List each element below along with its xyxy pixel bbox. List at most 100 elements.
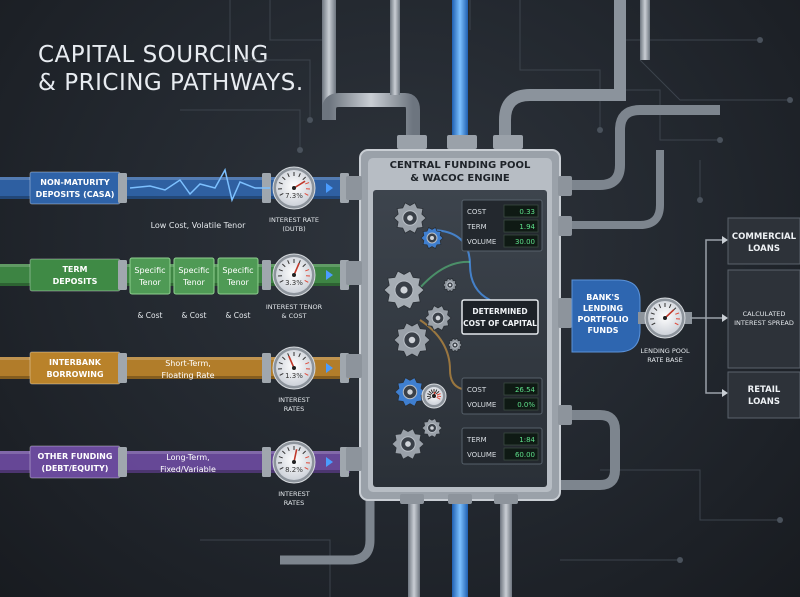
source-label-line2: DEPOSITS (CASA) <box>36 190 115 199</box>
gauge-icon: 3.3% <box>272 253 316 297</box>
source-label-line2: DEPOSITS <box>53 277 98 286</box>
arrow-right-icon <box>326 270 333 280</box>
output-spread-line1: CALCULATED <box>743 310 786 318</box>
gear-icon <box>393 322 431 358</box>
gear-icon <box>391 428 425 460</box>
pipe-right-top2 <box>555 150 664 229</box>
readout-value: 0.33 <box>519 208 535 216</box>
readout-value: 0.0% <box>517 401 535 409</box>
readout-label: TERM <box>466 223 487 231</box>
readout-value: 1:84 <box>519 436 535 444</box>
source-note: Low Cost, Volatile Tenor <box>151 221 247 230</box>
readout-label: VOLUME <box>467 238 496 246</box>
bottom-pipes <box>280 410 620 597</box>
output-arrows <box>722 236 728 397</box>
tenor-cost: & Cost <box>226 311 251 320</box>
pipe-right-top <box>555 105 720 190</box>
tenor-cost: & Cost <box>138 311 163 320</box>
top-pipes <box>322 0 650 150</box>
readout-label: COST <box>467 386 487 394</box>
readout-value: 30.00 <box>515 238 535 246</box>
gauge-icon-needle <box>293 449 298 463</box>
source-label-line2: BORROWING <box>46 370 103 379</box>
source-row-3: OTHER FUNDING(DEBT/EQUITY)8.2%INTERESTRA… <box>0 440 350 507</box>
pool-title-line1: CENTRAL FUNDING POOL <box>390 160 531 171</box>
lending-gauge-label-line2: RATE BASE <box>647 356 682 364</box>
lending-portfolio: BANK'S LENDING PORTFOLIO FUNDS LENDING P… <box>571 279 690 364</box>
source-label-line1: NON-MATURITY <box>40 178 110 187</box>
source-label-line2: (DEBT/EQUITY) <box>42 464 109 473</box>
output-connectors <box>690 239 722 394</box>
tenor-line1: Specific <box>222 266 253 275</box>
tenor-cost: & Cost <box>182 311 207 320</box>
pipe-coupler <box>262 447 271 477</box>
gauge-icon-value: 7.3% <box>285 192 303 200</box>
output-boxes: COMMERCIAL LOANS CALCULATED INTEREST SPR… <box>727 217 800 419</box>
circuit-nodes <box>297 37 793 563</box>
tenor-line2: Tenor <box>138 278 161 287</box>
readout-label: VOLUME <box>467 451 496 459</box>
source-label-line1: OTHER FUNDING <box>38 452 113 461</box>
tenor-box <box>129 257 171 295</box>
gear-icon <box>442 277 458 293</box>
determined-cost-box: DETERMINED COST OF CAPITAL <box>461 299 539 335</box>
source-note-line2: Fixed/Variable <box>160 465 216 474</box>
gauge-label-line2: RATES <box>284 405 304 413</box>
pipe-coupler <box>262 260 271 290</box>
gear-icon <box>383 270 425 310</box>
volatility-wave <box>129 167 270 203</box>
gauge-icon-needle <box>293 180 306 189</box>
gauge-label-line1: INTEREST TENOR <box>266 303 323 311</box>
pipe-coupler <box>118 447 127 477</box>
pipe-coupler <box>118 260 127 290</box>
tenor-line2: Tenor <box>182 278 205 287</box>
gauge-icon-value: 8.2% <box>285 466 303 474</box>
tenor-line1: Specific <box>178 266 209 275</box>
gauge-icon: 8.2% <box>272 440 316 484</box>
pool-title-line2: & WACOC ENGINE <box>410 173 510 184</box>
gear-icon <box>421 417 443 439</box>
gauge-icon: 7.3% <box>272 166 316 210</box>
determined-line2: COST OF CAPITAL <box>463 319 537 328</box>
lending-line3: PORTFOLIO <box>577 315 628 324</box>
source-label-line1: INTERBANK <box>49 358 102 367</box>
gear-icon <box>394 377 426 407</box>
readout-value: 26.54 <box>515 386 536 394</box>
gear-icon <box>447 337 463 353</box>
readout-label: TERM <box>466 436 487 444</box>
gauge-icon-mid <box>421 383 447 409</box>
tenor-box <box>173 257 215 295</box>
gauge-label-line1: INTEREST <box>278 396 310 404</box>
gauge-icon-needle <box>293 262 300 276</box>
source-note-line2: Floating Rate <box>161 371 214 380</box>
readout-value: 1.94 <box>519 223 535 231</box>
readout-label: COST <box>467 208 487 216</box>
lending-line4: FUNDS <box>587 326 618 335</box>
gear-icon <box>420 226 444 250</box>
determined-line1: DETERMINED <box>472 307 527 316</box>
lending-gauge-icon <box>644 297 686 339</box>
gear-icon <box>393 202 427 234</box>
tenor-line2: Tenor <box>226 278 249 287</box>
lending-line1: BANK'S <box>586 293 620 302</box>
lending-gauge-label-line1: LENDING POOL <box>640 347 690 355</box>
page-title-line2: & PRICING PATHWAYS. <box>38 70 304 96</box>
gauge-label-line2: RATES <box>284 499 304 507</box>
gauge-icon: 1.3% <box>272 346 316 390</box>
pipe-coupler <box>118 353 127 383</box>
source-label-line1: TERM <box>62 265 87 274</box>
lending-line2: LENDING <box>583 304 623 313</box>
gauge-label-line1: INTEREST RATE <box>269 216 319 224</box>
tenor-line1: Specific <box>134 266 165 275</box>
gauge-icon-value: 3.3% <box>285 279 303 287</box>
pipe-coupler <box>262 353 271 383</box>
output-commercial-line2: LOANS <box>748 244 780 254</box>
source-note-line1: Long-Term, <box>166 453 209 462</box>
